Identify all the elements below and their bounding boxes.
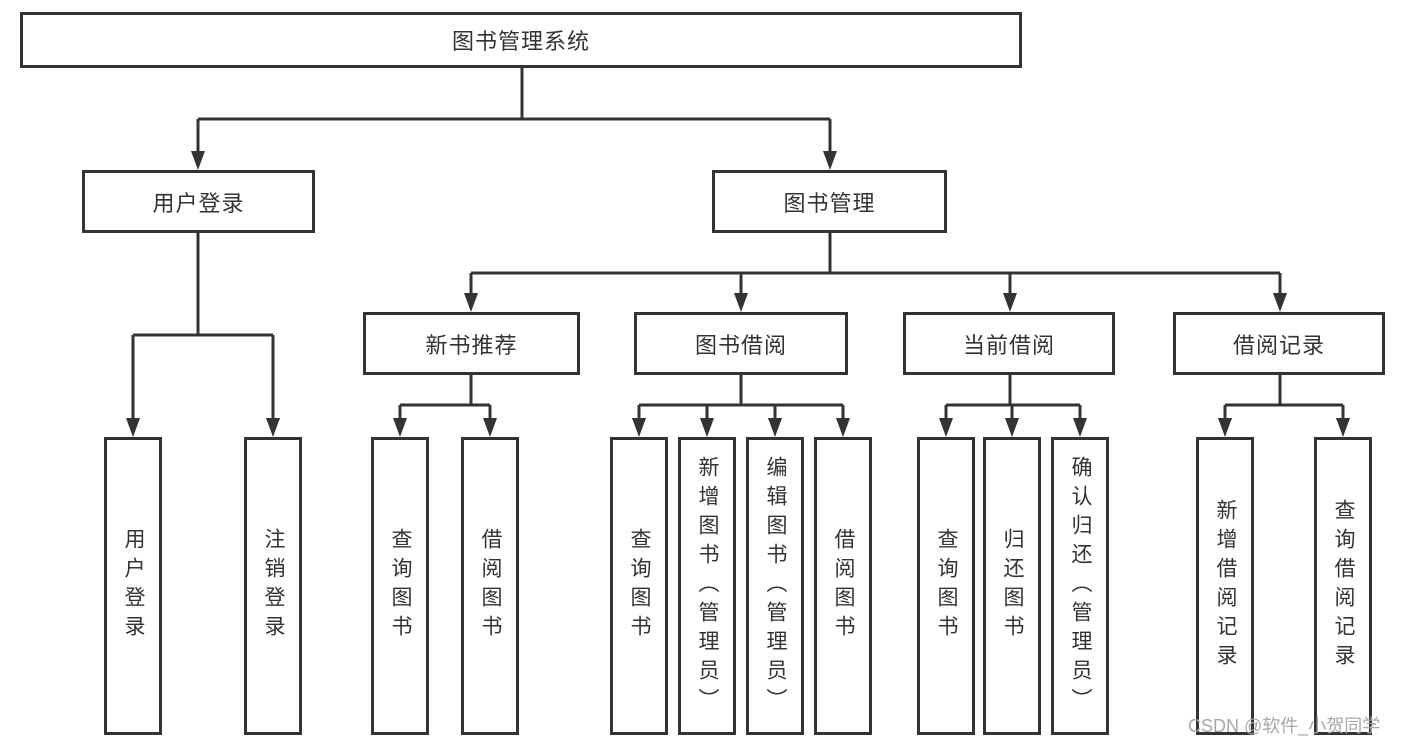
node-book-management: 图书管理: [712, 170, 947, 233]
leaf-current-return-books: 归还图书: [983, 437, 1041, 735]
leaf-borrow-edit-books-admin: 编辑图书（管理员）: [746, 437, 804, 735]
connector-stroke-group: [131, 68, 1345, 420]
csdn-watermark: CSDN @软件_小贺同学: [1188, 716, 1381, 736]
leaf-record-add-borrow-record: 新增借阅记录: [1196, 437, 1254, 735]
node-library-system: 图书管理系统: [20, 12, 1022, 68]
leaf-borrow-add-books-admin: 新增图书（管理员）: [678, 437, 736, 735]
leaf-current-confirm-return-admin: 确认归还（管理员）: [1051, 437, 1109, 735]
leaf-user-login: 用户登录: [104, 437, 162, 735]
node-user-login: 用户登录: [82, 170, 315, 233]
leaf-recommend-borrow-books: 借阅图书: [461, 437, 519, 735]
arrowheads-group: [126, 151, 1350, 437]
leaf-record-query-borrow-record: 查询借阅记录: [1314, 437, 1372, 735]
node-book-borrow: 图书借阅: [634, 312, 848, 375]
leaf-borrow-borrow-books: 借阅图书: [814, 437, 872, 735]
leaf-current-query-books: 查询图书: [917, 437, 975, 735]
leaf-borrow-query-books: 查询图书: [610, 437, 668, 735]
leaf-logout: 注销登录: [244, 437, 302, 735]
node-borrow-record: 借阅记录: [1173, 312, 1385, 375]
node-current-borrow: 当前借阅: [903, 312, 1115, 375]
node-new-book-recommend: 新书推荐: [363, 312, 580, 375]
leaf-recommend-query-books: 查询图书: [371, 437, 429, 735]
